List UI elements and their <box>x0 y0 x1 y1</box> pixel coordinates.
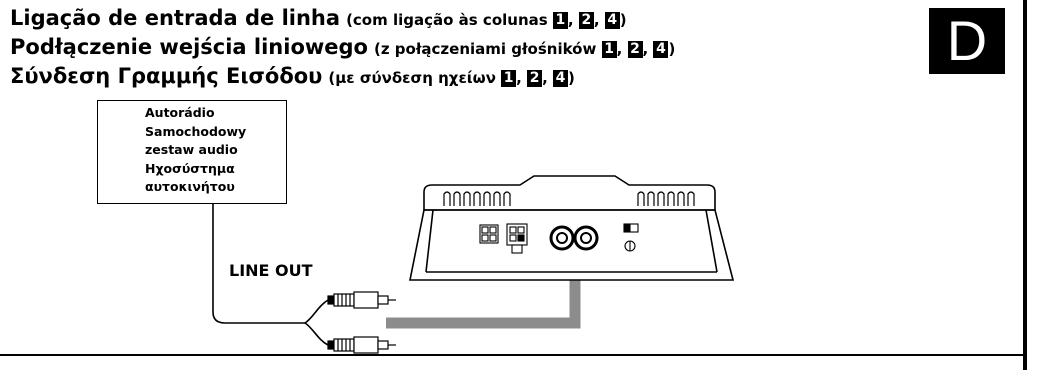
head-unit-label: Autorádio Samochodowy zestaw audio Ηχοσύ… <box>145 104 246 197</box>
title-sub-suffix: ) <box>619 11 627 29</box>
page-edge-rule <box>1023 0 1027 370</box>
title-sub-prefix: (z połączeniami głośników <box>373 40 597 58</box>
speaker-badge-4: 4 <box>653 41 669 58</box>
title-main-pt: Ligação de entrada de linha <box>10 6 341 30</box>
speaker-badge-4: 4 <box>553 70 568 87</box>
title-sub-prefix: (com ligação às colunas <box>346 11 548 29</box>
terminal-block-icon <box>479 224 499 244</box>
line-out-cable <box>212 204 305 324</box>
rca-plug-icon <box>327 336 396 354</box>
title-main-pl: Podłączenie wejścia liniowego <box>10 35 368 59</box>
signal-arrow <box>386 270 581 329</box>
speaker-badge-1: 1 <box>501 70 517 87</box>
speaker-badge-2: 2 <box>627 41 643 58</box>
title-sub-suffix: ) <box>568 69 575 87</box>
speaker-badge-2: 2 <box>578 12 594 29</box>
title-line-pl: Podłączenie wejścia liniowego (z połączen… <box>10 33 675 62</box>
title-line-el: Σύνδεση Γραμμής Εισόδου (με σύνδεση ηχείω… <box>10 62 675 91</box>
title-main-el: Σύνδεση Γραμμής Εισόδου <box>10 64 323 88</box>
head-unit-line: zestaw audio <box>145 142 238 157</box>
title-sub-pl: (z połączeniami głośników 1, 2, 4) <box>373 40 676 58</box>
line-out-label: LINE OUT <box>229 261 313 280</box>
title-sub-pt: (com ligação às colunas 1, 2, 4) <box>346 11 627 29</box>
power-connector-icon <box>506 223 528 254</box>
head-unit-line: αυτοκινήτου <box>145 179 235 194</box>
speaker-badge-1: 1 <box>601 41 617 58</box>
gain-knob-icon <box>624 240 636 252</box>
switch-icon <box>623 223 639 233</box>
head-unit-line: Samochodowy <box>145 123 247 139</box>
cable-branch-lower <box>304 322 329 346</box>
amplifier-top <box>423 175 716 210</box>
heatsink-fins-right <box>637 191 695 206</box>
title-sub-suffix: ) <box>668 40 676 58</box>
title-block: Ligação de entrada de linha (com ligação … <box>10 4 675 91</box>
head-unit-box: Autorádio Samochodowy zestaw audio Ηχοσύ… <box>97 100 287 204</box>
bottom-divider <box>0 354 1025 356</box>
speaker-badge-2: 2 <box>527 70 543 87</box>
cable-branch-upper <box>304 299 329 324</box>
speaker-badge-1: 1 <box>552 12 568 29</box>
title-sub-prefix: (με σύνδεση ηχείων <box>328 69 496 87</box>
amplifier-illustration <box>409 175 735 281</box>
title-sub-el: (με σύνδεση ηχείων 1, 2, 4) <box>328 69 575 87</box>
title-line-pt: Ligação de entrada de linha (com ligação … <box>10 4 675 33</box>
head-unit-line: Autorádio <box>145 105 215 120</box>
rca-input-jacks <box>549 225 599 251</box>
head-unit-line: Ηχοσύστημα <box>145 160 235 176</box>
heatsink-fins-left <box>443 191 511 206</box>
section-badge: D <box>929 8 1005 74</box>
rca-plug-icon <box>327 291 396 309</box>
speaker-badge-4: 4 <box>604 12 620 29</box>
